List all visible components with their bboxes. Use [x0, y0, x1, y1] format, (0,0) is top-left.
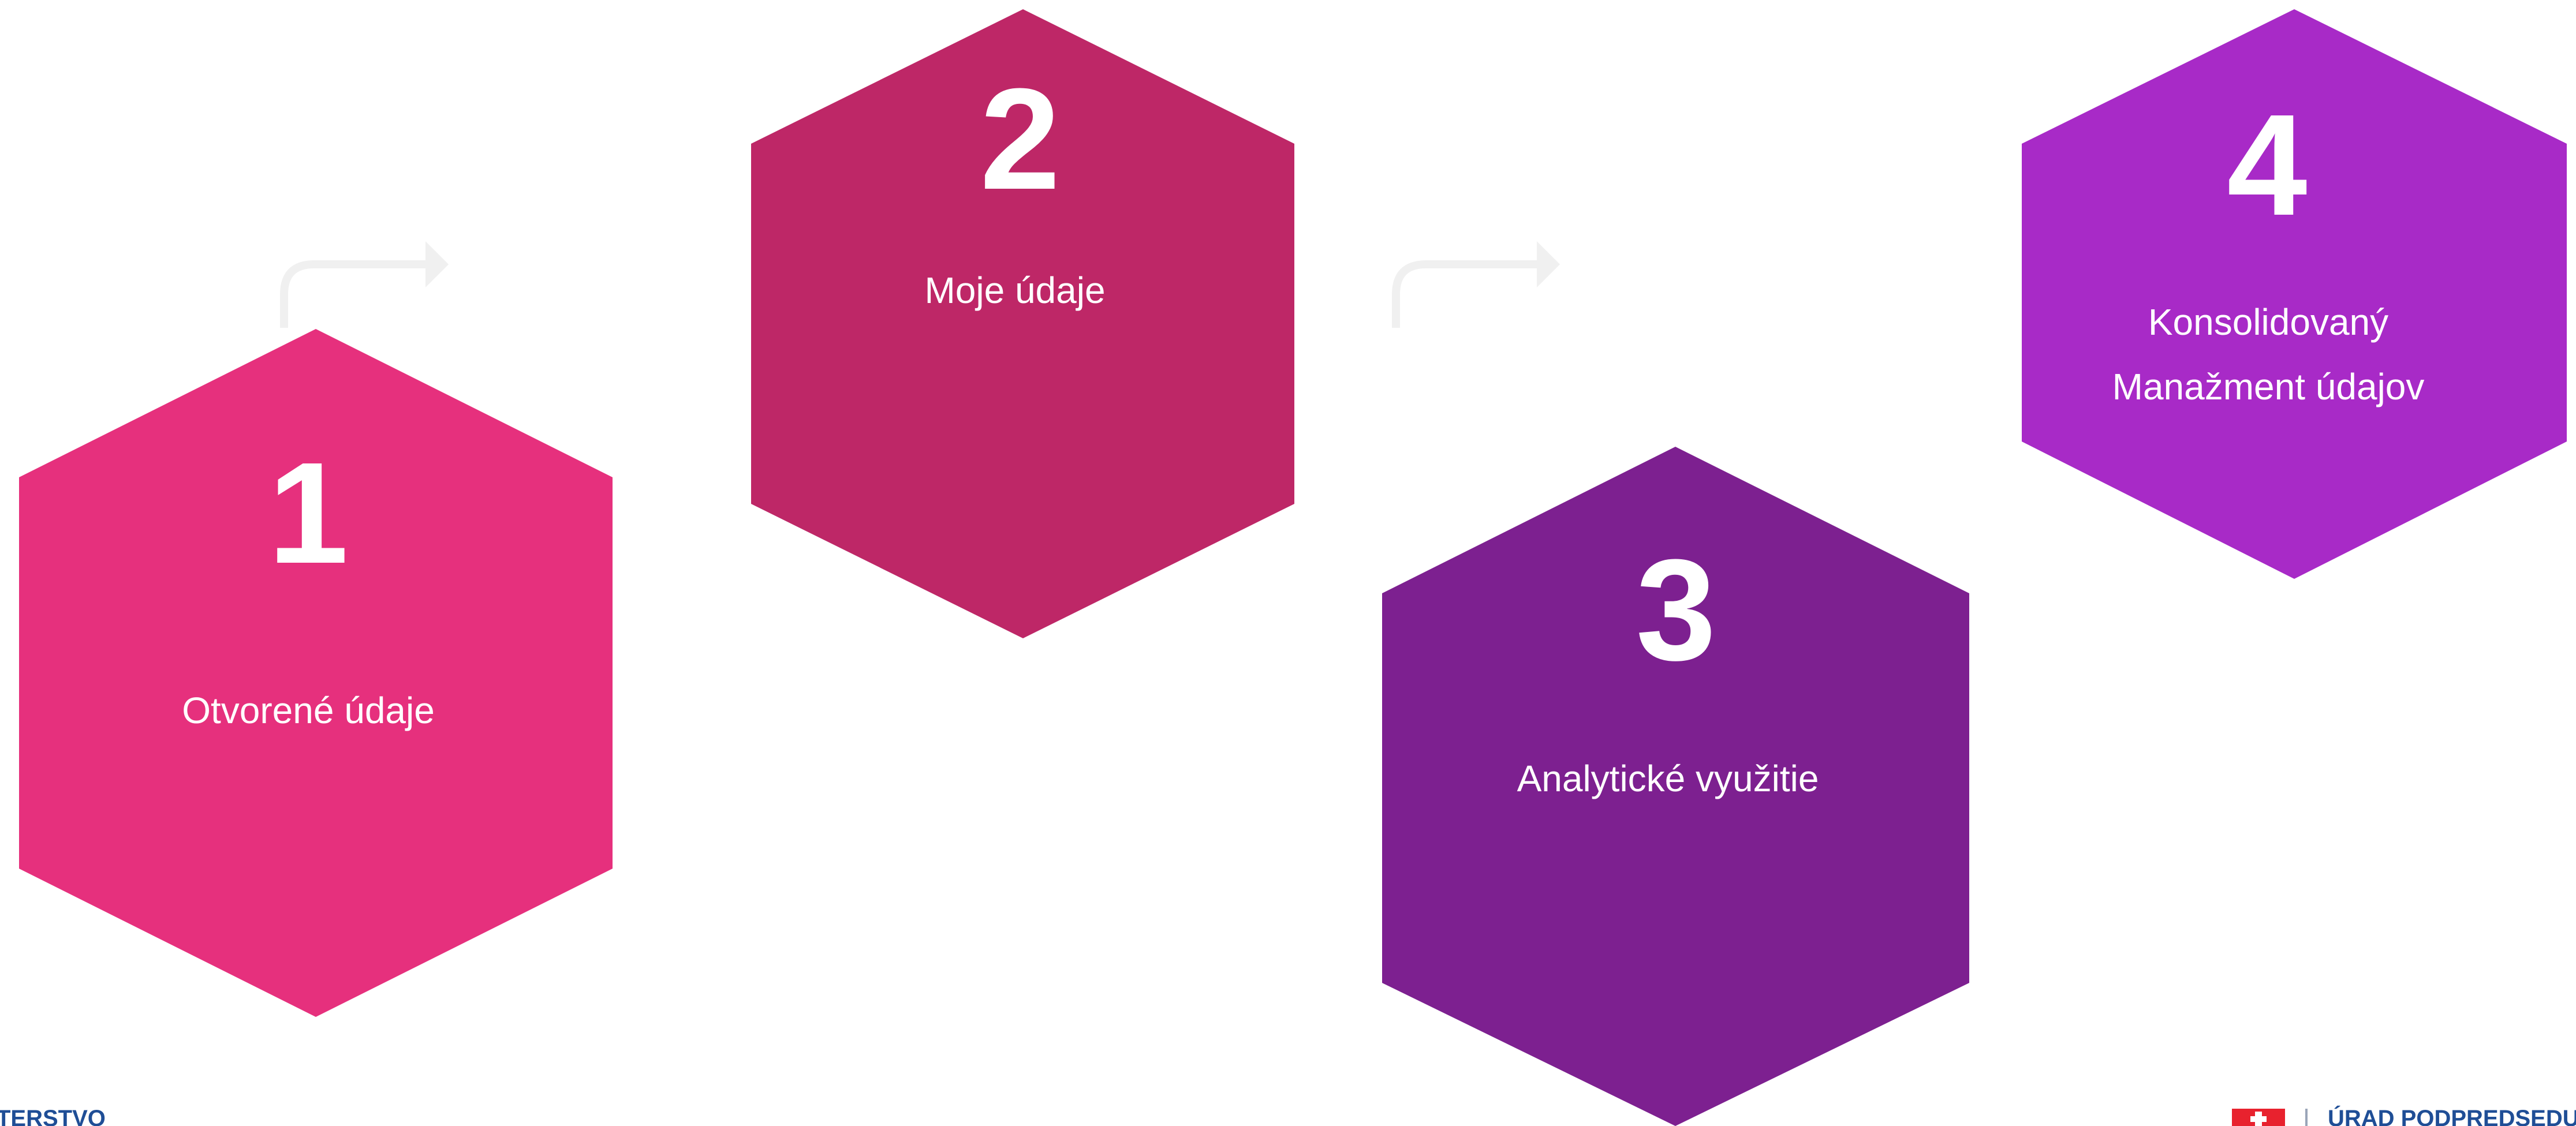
- step-4: 4 Konsolidovaný Manažment údajov: [2022, 9, 2567, 579]
- step-3-hexagon: [1382, 447, 1969, 1126]
- step-3: 3 Analytické využitie: [1382, 447, 1969, 1126]
- step-4-number: 4: [2227, 84, 2307, 245]
- step-3-label: Analytické využitie: [1517, 758, 1819, 799]
- footer-left-text: TERSTVO: [0, 1106, 106, 1126]
- footer-right-text: ÚRAD PODPREDSEDU V: [2328, 1105, 2576, 1126]
- flag-cross-icon: [2250, 1112, 2267, 1126]
- step-2-number: 2: [980, 58, 1060, 219]
- step-4-hexagon: [2022, 9, 2567, 579]
- slovak-flag-logo: [2232, 1109, 2285, 1126]
- footer: TERSTVO ÚRAD PODPREDSEDU V: [0, 1105, 2576, 1126]
- arrow-1-to-2: [280, 241, 449, 328]
- step-1-number: 1: [268, 432, 348, 593]
- step-2-label: Moje údaje: [924, 270, 1105, 311]
- step-1-hexagon: [19, 329, 613, 1017]
- step-1: 1 Otvorené údaje: [19, 329, 613, 1017]
- step-4-label-line-2: Manažment údajov: [2112, 366, 2425, 407]
- step-4-label-line-1: Konsolidovaný: [2148, 301, 2388, 343]
- step-2: 2 Moje údaje: [751, 9, 1294, 638]
- step-3-number: 3: [1636, 529, 1716, 690]
- step-2-hexagon: [751, 9, 1294, 638]
- step-1-label: Otvorené údaje: [182, 690, 435, 731]
- arrow-2-to-3: [1392, 241, 1560, 328]
